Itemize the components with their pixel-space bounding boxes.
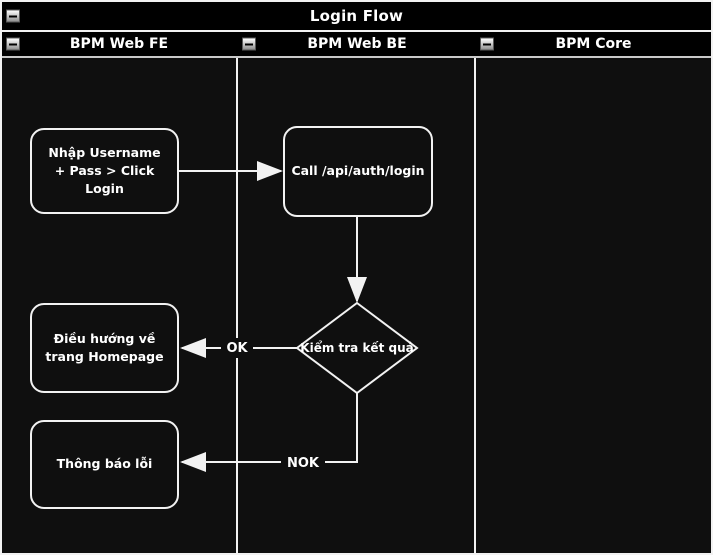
node-label: Call /api/auth/login	[291, 163, 425, 179]
lane-header-bpm-web-be[interactable]: BPM Web BE	[238, 32, 476, 56]
lane-header-row: BPM Web FE BPM Web BE BPM Core	[2, 32, 711, 58]
node-call-login-api[interactable]: Call /api/auth/login	[283, 126, 433, 217]
minus-glyph	[245, 43, 253, 45]
node-label: Điều hướng về trang Homepage	[45, 330, 164, 364]
lane-separator	[236, 32, 238, 553]
node-label: Nhập Username + Pass > Click Login	[48, 144, 161, 197]
edge-label-ok[interactable]: OK	[221, 338, 253, 358]
edge-label-nok[interactable]: NOK	[281, 453, 325, 473]
pool-title-bar[interactable]: Login Flow	[2, 2, 711, 32]
lane-title: BPM Web FE	[69, 36, 169, 52]
node-error-notification[interactable]: Thông báo lỗi	[30, 420, 179, 509]
lane-title: BPM Web BE	[307, 36, 407, 52]
pool-title: Login Flow	[309, 7, 404, 25]
collapse-minus-icon[interactable]	[6, 9, 20, 23]
edge-label-text: NOK	[286, 455, 319, 471]
collapse-minus-icon[interactable]	[6, 37, 20, 51]
edge-check-nok-to-error[interactable]	[180, 393, 358, 472]
node-label: Thông báo lỗi	[56, 456, 153, 472]
node-enter-credentials[interactable]: Nhập Username + Pass > Click Login	[30, 128, 179, 214]
lane-header-bpm-core[interactable]: BPM Core	[476, 32, 711, 56]
node-check-result-label[interactable]: Kiểm tra kết quả	[299, 305, 415, 391]
node-label: Kiểm tra kết quả	[300, 341, 414, 355]
edge-label-text: OK	[226, 340, 248, 356]
lane-separator	[474, 32, 476, 553]
minus-glyph	[9, 43, 17, 45]
collapse-minus-icon[interactable]	[480, 37, 494, 51]
lane-header-bpm-web-fe[interactable]: BPM Web FE	[2, 32, 236, 56]
minus-glyph	[483, 43, 491, 45]
minus-glyph	[9, 15, 17, 17]
lane-title: BPM Core	[555, 36, 632, 52]
node-redirect-homepage[interactable]: Điều hướng về trang Homepage	[30, 303, 179, 393]
decision-diamond[interactable]	[295, 301, 419, 395]
collapse-minus-icon[interactable]	[242, 37, 256, 51]
